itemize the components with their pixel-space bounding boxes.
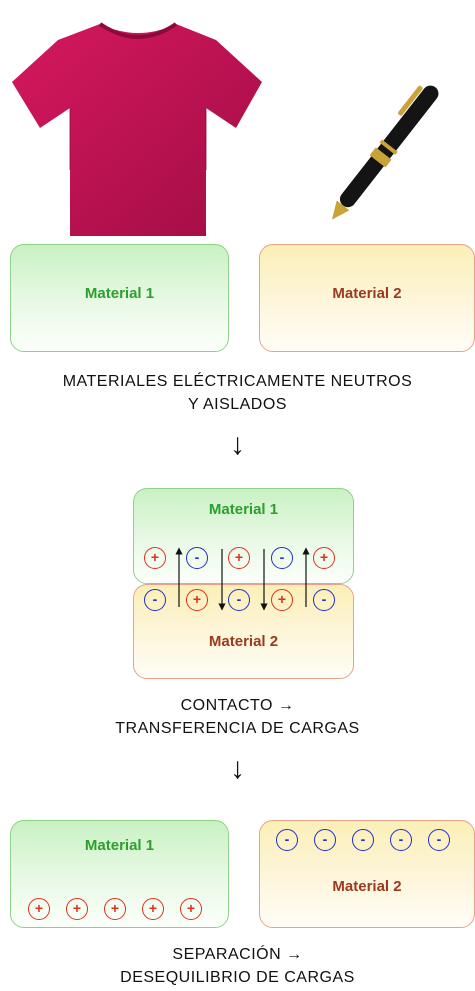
bottom-charge-5: - xyxy=(313,589,335,611)
pen-image xyxy=(331,85,439,220)
stage2-caption-line2: TRANSFERENCIA DE CARGAS xyxy=(115,720,360,737)
top-charge-2: - xyxy=(186,547,208,569)
top-charge-3: + xyxy=(228,547,250,569)
top-charge-4: - xyxy=(271,547,293,569)
material1-positive-charge-4: + xyxy=(142,898,164,920)
material1-positive-charge-2: + xyxy=(66,898,88,920)
bottom-charge-1: - xyxy=(144,589,166,611)
charge-transfer-arrows xyxy=(175,547,310,611)
material1-label: Material 1 xyxy=(84,285,155,302)
material1-box: Material 1 xyxy=(10,244,229,352)
material2-negative-charge-4: - xyxy=(390,829,412,851)
bottom-charge-2: + xyxy=(186,589,208,611)
contact-material1-label: Material 1 xyxy=(208,501,279,518)
bottom-charge-4: + xyxy=(271,589,293,611)
material1-positive-charge-5: + xyxy=(180,898,202,920)
material1-positive-charge-3: + xyxy=(104,898,126,920)
separated-material1-label: Material 1 xyxy=(84,837,155,854)
top-charge-5: + xyxy=(313,547,335,569)
contact-material2-label: Material 2 xyxy=(208,633,279,650)
stage3-caption-line1: SEPARACIÓN → xyxy=(172,946,303,963)
material2-label: Material 2 xyxy=(332,285,402,302)
stage1-caption-line2: Y AISLADOS xyxy=(188,396,287,413)
material2-negative-charge-3: - xyxy=(352,829,374,851)
down-arrow-2: ↓ xyxy=(230,752,245,785)
separated-material2-label: Material 2 xyxy=(332,878,402,895)
down-arrow-1: ↓ xyxy=(230,428,245,461)
bottom-charge-3: - xyxy=(228,589,250,611)
material1-positive-charge-1: + xyxy=(28,898,50,920)
tshirt-image xyxy=(12,22,262,236)
stage2-caption-line1: CONTACTO → xyxy=(180,697,295,714)
stage1-caption-line1: MATERIALES ELÉCTRICAMENTE NEUTROS xyxy=(62,373,413,390)
material2-negative-charge-2: - xyxy=(314,829,336,851)
material2-negative-charge-1: - xyxy=(276,829,298,851)
material2-negative-charge-5: - xyxy=(428,829,450,851)
stage3-caption-line2: DESEQUILIBRIO DE CARGAS xyxy=(120,969,355,986)
material2-box: Material 2 xyxy=(259,244,475,352)
top-charge-1: + xyxy=(144,547,166,569)
